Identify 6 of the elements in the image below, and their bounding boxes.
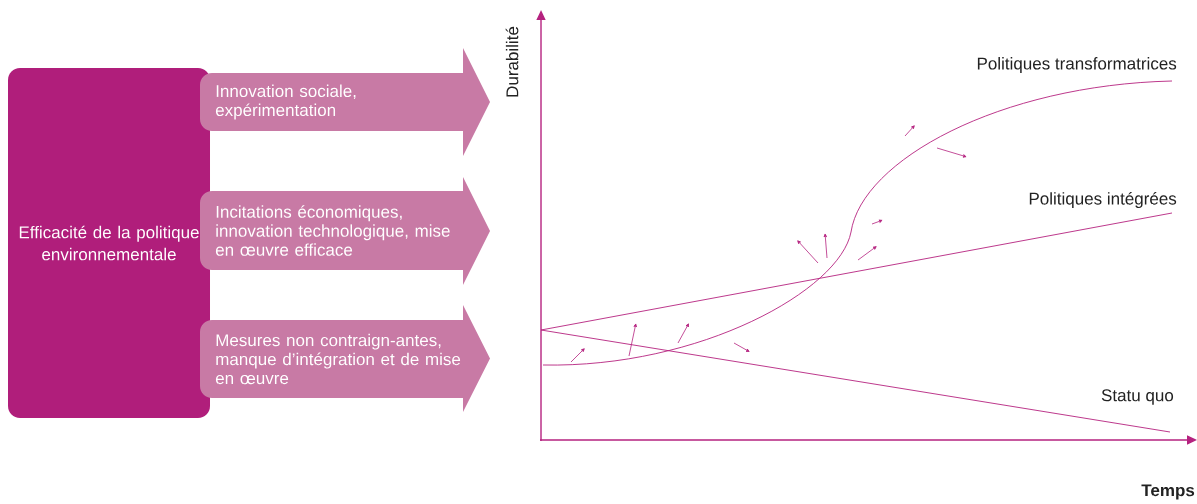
axis-label: Temps	[1141, 484, 1195, 500]
axis-label: Durabilité	[505, 26, 519, 97]
curve-label: Statu quo	[1101, 389, 1174, 405]
category-box: Efficacité de la politique environnementale	[8, 68, 210, 418]
curve-label: Politiques transformatrices	[977, 57, 1177, 73]
curve-label: Politiques intégrées	[1029, 192, 1177, 209]
